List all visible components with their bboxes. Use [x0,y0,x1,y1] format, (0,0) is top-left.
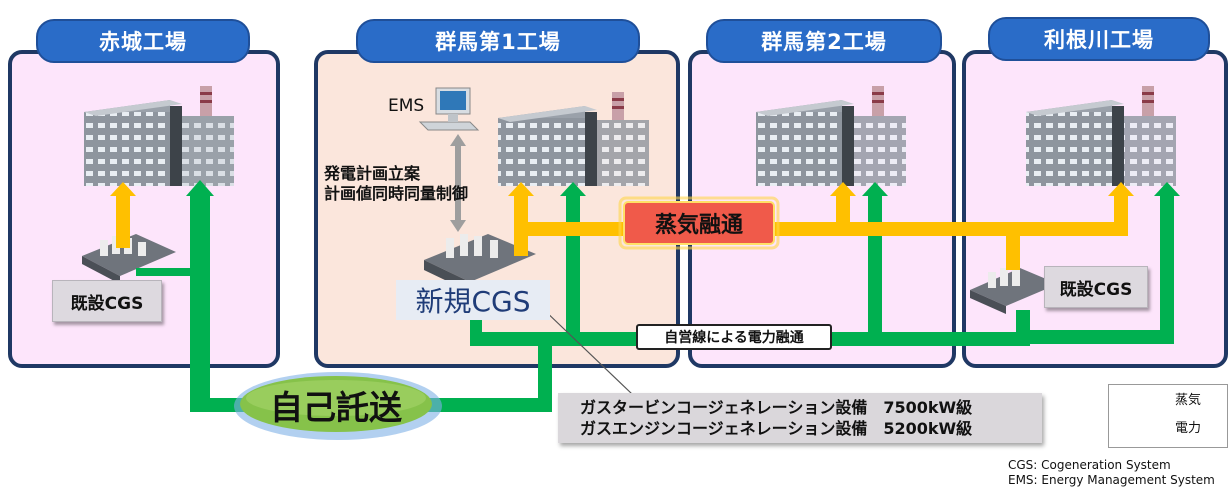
footnote-cgs: CGS: Cogeneration System [1008,458,1171,472]
existing-cgs-label-tonegawa: 既設CGS [1044,266,1148,308]
control-text-1: 発電計画立案 [324,164,421,183]
steam-lines [110,182,1134,270]
power-lines [136,180,1180,412]
private-line-label: 自営線による電力融通 [636,324,832,350]
steam-interchange-label: 蒸気融通 [654,213,743,238]
ems-control-arrow [450,134,466,232]
legend-steam-label: 蒸気 [1175,393,1202,408]
computer-icon [418,87,480,131]
factory-icon-gunma2 [756,86,906,186]
plant-title-akagi: 赤城工場 [36,19,250,63]
self-wheeling-label: 自己託送 [270,388,402,427]
factory-icon-akagi [84,86,234,186]
leader-line [539,305,633,395]
factory-icon-gunma1 [498,92,649,186]
plant-panel-tonegawa [962,50,1228,368]
new-cgs-label: 新規CGS [396,280,550,320]
self-wheeling-ellipse [234,372,442,440]
ems-label: EMS [388,96,425,116]
equipment-spec-box: ガスタービンコージェネレーション設備 7500kW級 ガスエンジンコージェネレー… [558,393,1042,443]
plant-title-tonegawa: 利根川工場 [988,17,1210,61]
steam-interchange-box [618,196,780,250]
legend: 蒸気 電力 [1108,384,1228,448]
control-text-2: 計画値同時同量制御 [324,184,469,203]
cgs-equipment-icon-gunma1 [424,234,536,292]
spec-line-2: ガスエンジンコージェネレーション設備 5200kW級 [580,419,973,438]
cgs-equipment-icon-tonegawa [970,268,1058,314]
plant-title-gunma1: 群馬第1工場 [356,19,640,63]
spec-line-1: ガスタービンコージェネレーション設備 7500kW級 [580,398,973,417]
footnote-ems: EMS: Energy Management System [1008,473,1215,487]
existing-cgs-label-akagi: 既設CGS [52,280,162,322]
plant-title-gunma2: 群馬第2工場 [706,19,942,63]
factory-icon-tonegawa [1026,86,1176,186]
legend-power-label: 電力 [1175,421,1202,436]
